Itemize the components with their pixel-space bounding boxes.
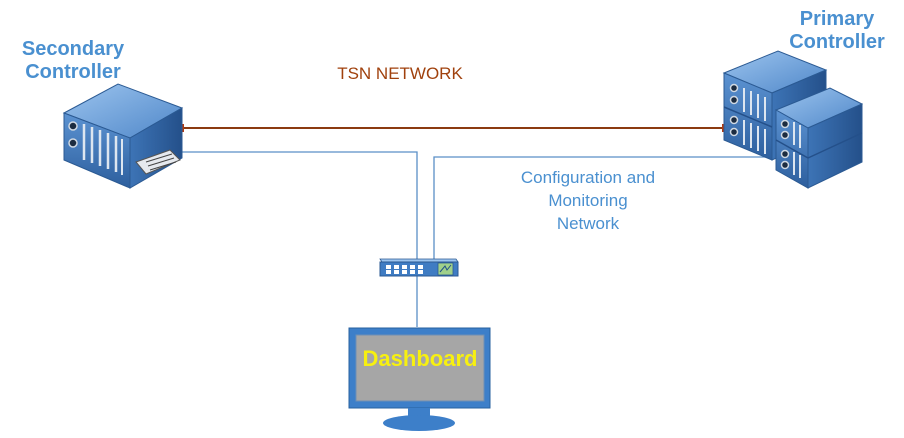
primary-controller-label: Primary Controller [789, 8, 885, 53]
network-switch-icon [379, 258, 459, 277]
config-network-label: Configuration and Monitoring Network [520, 168, 656, 233]
config-link-primary [433, 156, 775, 262]
monitor-icon [348, 327, 491, 431]
secondary-controller-label: Secondary Controller [21, 38, 125, 83]
server-icon [62, 83, 184, 189]
config-network-links [182, 151, 775, 327]
monitor-screen [355, 334, 485, 402]
tsn-network-label: TSN NETWORK [337, 64, 463, 83]
tsn-link [176, 124, 730, 132]
server-stack-icon [722, 50, 864, 189]
config-link-secondary [182, 151, 418, 262]
dashboard-label: Dashboard [362, 346, 478, 371]
